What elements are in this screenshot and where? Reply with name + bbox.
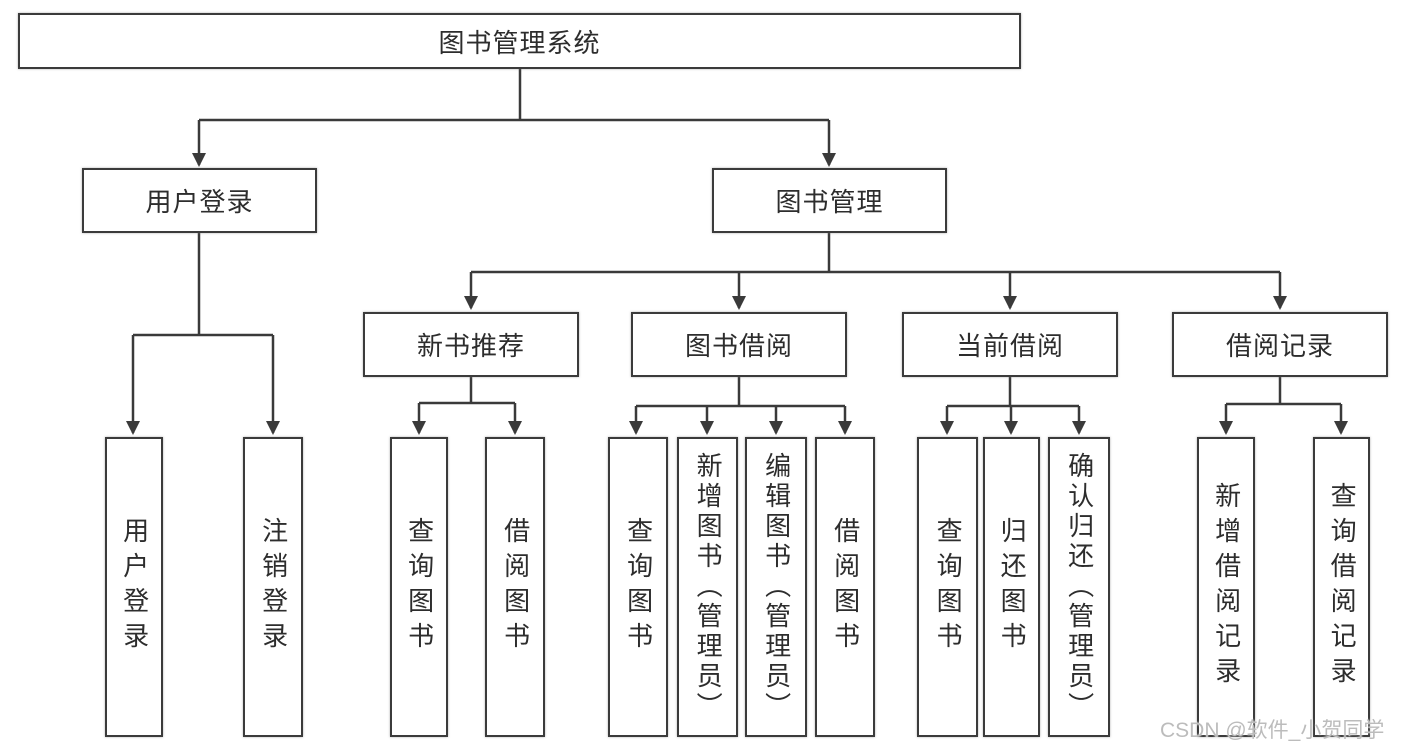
leaf-query-books-recommend-label: 查询图书 <box>404 517 435 657</box>
leaf-logout-label: 注销登录 <box>258 517 289 657</box>
node-user-login-label: 用户登录 <box>145 187 254 217</box>
leaf-query-borrow-record-label: 查询借阅记录 <box>1327 482 1358 692</box>
leaf-confirm-return-admin: 确认归还（管理员） <box>1048 437 1110 737</box>
node-user-login: 用户登录 <box>82 168 317 233</box>
watermark: CSDN @软件_小贺同学 <box>1160 719 1385 742</box>
node-root-label: 图书管理系统 <box>438 27 601 58</box>
node-book-management: 图书管理 <box>712 168 947 233</box>
leaf-user-login-label: 用户登录 <box>119 517 150 657</box>
node-book-management-label: 图书管理 <box>775 187 884 217</box>
leaf-borrow-books-borrowing-label: 借阅图书 <box>830 517 861 657</box>
leaf-query-books-current: 查询图书 <box>917 437 978 737</box>
node-root: 图书管理系统 <box>18 13 1021 69</box>
leaf-return-books-label: 归还图书 <box>997 517 1028 657</box>
node-book-borrowing-label: 图书借阅 <box>684 331 793 361</box>
node-borrowing-records-label: 借阅记录 <box>1225 331 1334 361</box>
node-book-borrowing: 图书借阅 <box>631 312 847 377</box>
leaf-query-borrow-record: 查询借阅记录 <box>1313 437 1370 737</box>
leaf-borrow-books-recommend-label: 借阅图书 <box>500 517 531 657</box>
leaf-return-books: 归还图书 <box>983 437 1040 737</box>
leaf-edit-books-admin: 编辑图书（管理员） <box>745 437 807 737</box>
leaf-add-borrow-record-label: 新增借阅记录 <box>1211 482 1242 692</box>
node-current-borrowing-label: 当前借阅 <box>955 331 1064 361</box>
leaf-add-borrow-record: 新增借阅记录 <box>1197 437 1255 737</box>
node-borrowing-records: 借阅记录 <box>1172 312 1388 377</box>
leaf-logout: 注销登录 <box>243 437 303 737</box>
leaf-query-books-borrowing-label: 查询图书 <box>623 517 654 657</box>
leaf-user-login: 用户登录 <box>105 437 163 737</box>
leaf-query-books-recommend: 查询图书 <box>390 437 448 737</box>
leaf-confirm-return-admin-label: 确认归还（管理员） <box>1064 452 1095 722</box>
leaf-add-books-admin-label: 新增图书（管理员） <box>693 452 724 722</box>
leaf-edit-books-admin-label: 编辑图书（管理员） <box>761 452 792 722</box>
leaf-borrow-books-borrowing: 借阅图书 <box>815 437 875 737</box>
leaf-add-books-admin: 新增图书（管理员） <box>677 437 738 737</box>
node-new-book-recommendation: 新书推荐 <box>363 312 579 377</box>
leaf-query-books-current-label: 查询图书 <box>933 517 964 657</box>
node-current-borrowing: 当前借阅 <box>902 312 1118 377</box>
node-new-book-recommendation-label: 新书推荐 <box>416 331 525 361</box>
leaf-borrow-books-recommend: 借阅图书 <box>485 437 545 737</box>
leaf-query-books-borrowing: 查询图书 <box>608 437 668 737</box>
